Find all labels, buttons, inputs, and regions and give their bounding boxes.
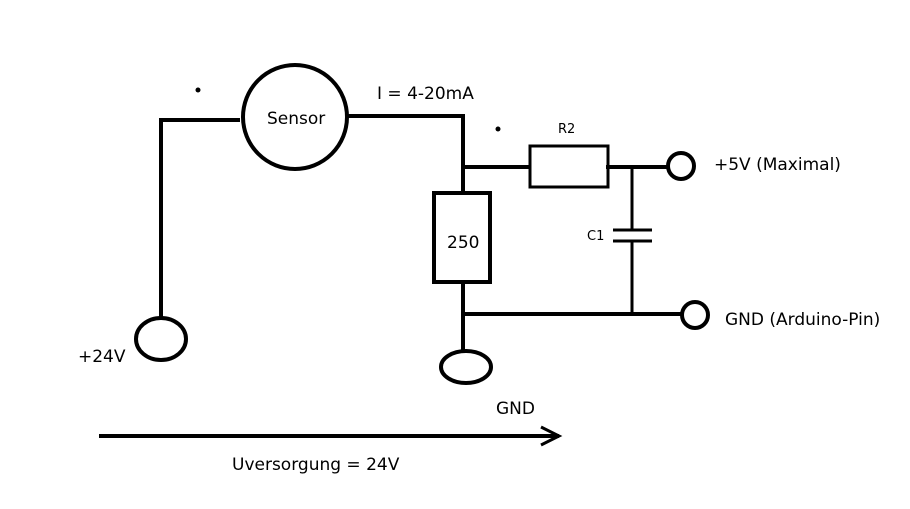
resistor-250-label: 250 xyxy=(447,233,479,253)
wire-sensor-to-node xyxy=(345,114,465,195)
supply-label: Uversorgung = 24V xyxy=(232,455,400,475)
current-label: I = 4-20mA xyxy=(377,84,474,104)
terminal-24v xyxy=(134,316,188,362)
terminal-gnd-arduino xyxy=(680,300,710,330)
wire-24v-to-sensor xyxy=(159,118,240,318)
gnd-arduino-label: GND (Arduino-Pin) xyxy=(725,310,880,330)
terminal-gnd xyxy=(439,349,493,385)
stray-dot-left xyxy=(195,87,201,93)
c1-label: C1 xyxy=(587,229,604,244)
resistor-250 xyxy=(432,191,492,284)
stray-dot-right xyxy=(495,126,501,132)
sensor-label: Sensor xyxy=(267,109,325,129)
r2-label: R2 xyxy=(558,122,575,137)
terminal-5v xyxy=(666,151,696,181)
gnd-label: GND xyxy=(496,399,535,419)
supply-arrow-head xyxy=(540,425,563,447)
plus24v-label: +24V xyxy=(78,347,126,367)
resistor-r2 xyxy=(528,144,610,189)
plus5v-label: +5V (Maximal) xyxy=(714,155,841,175)
